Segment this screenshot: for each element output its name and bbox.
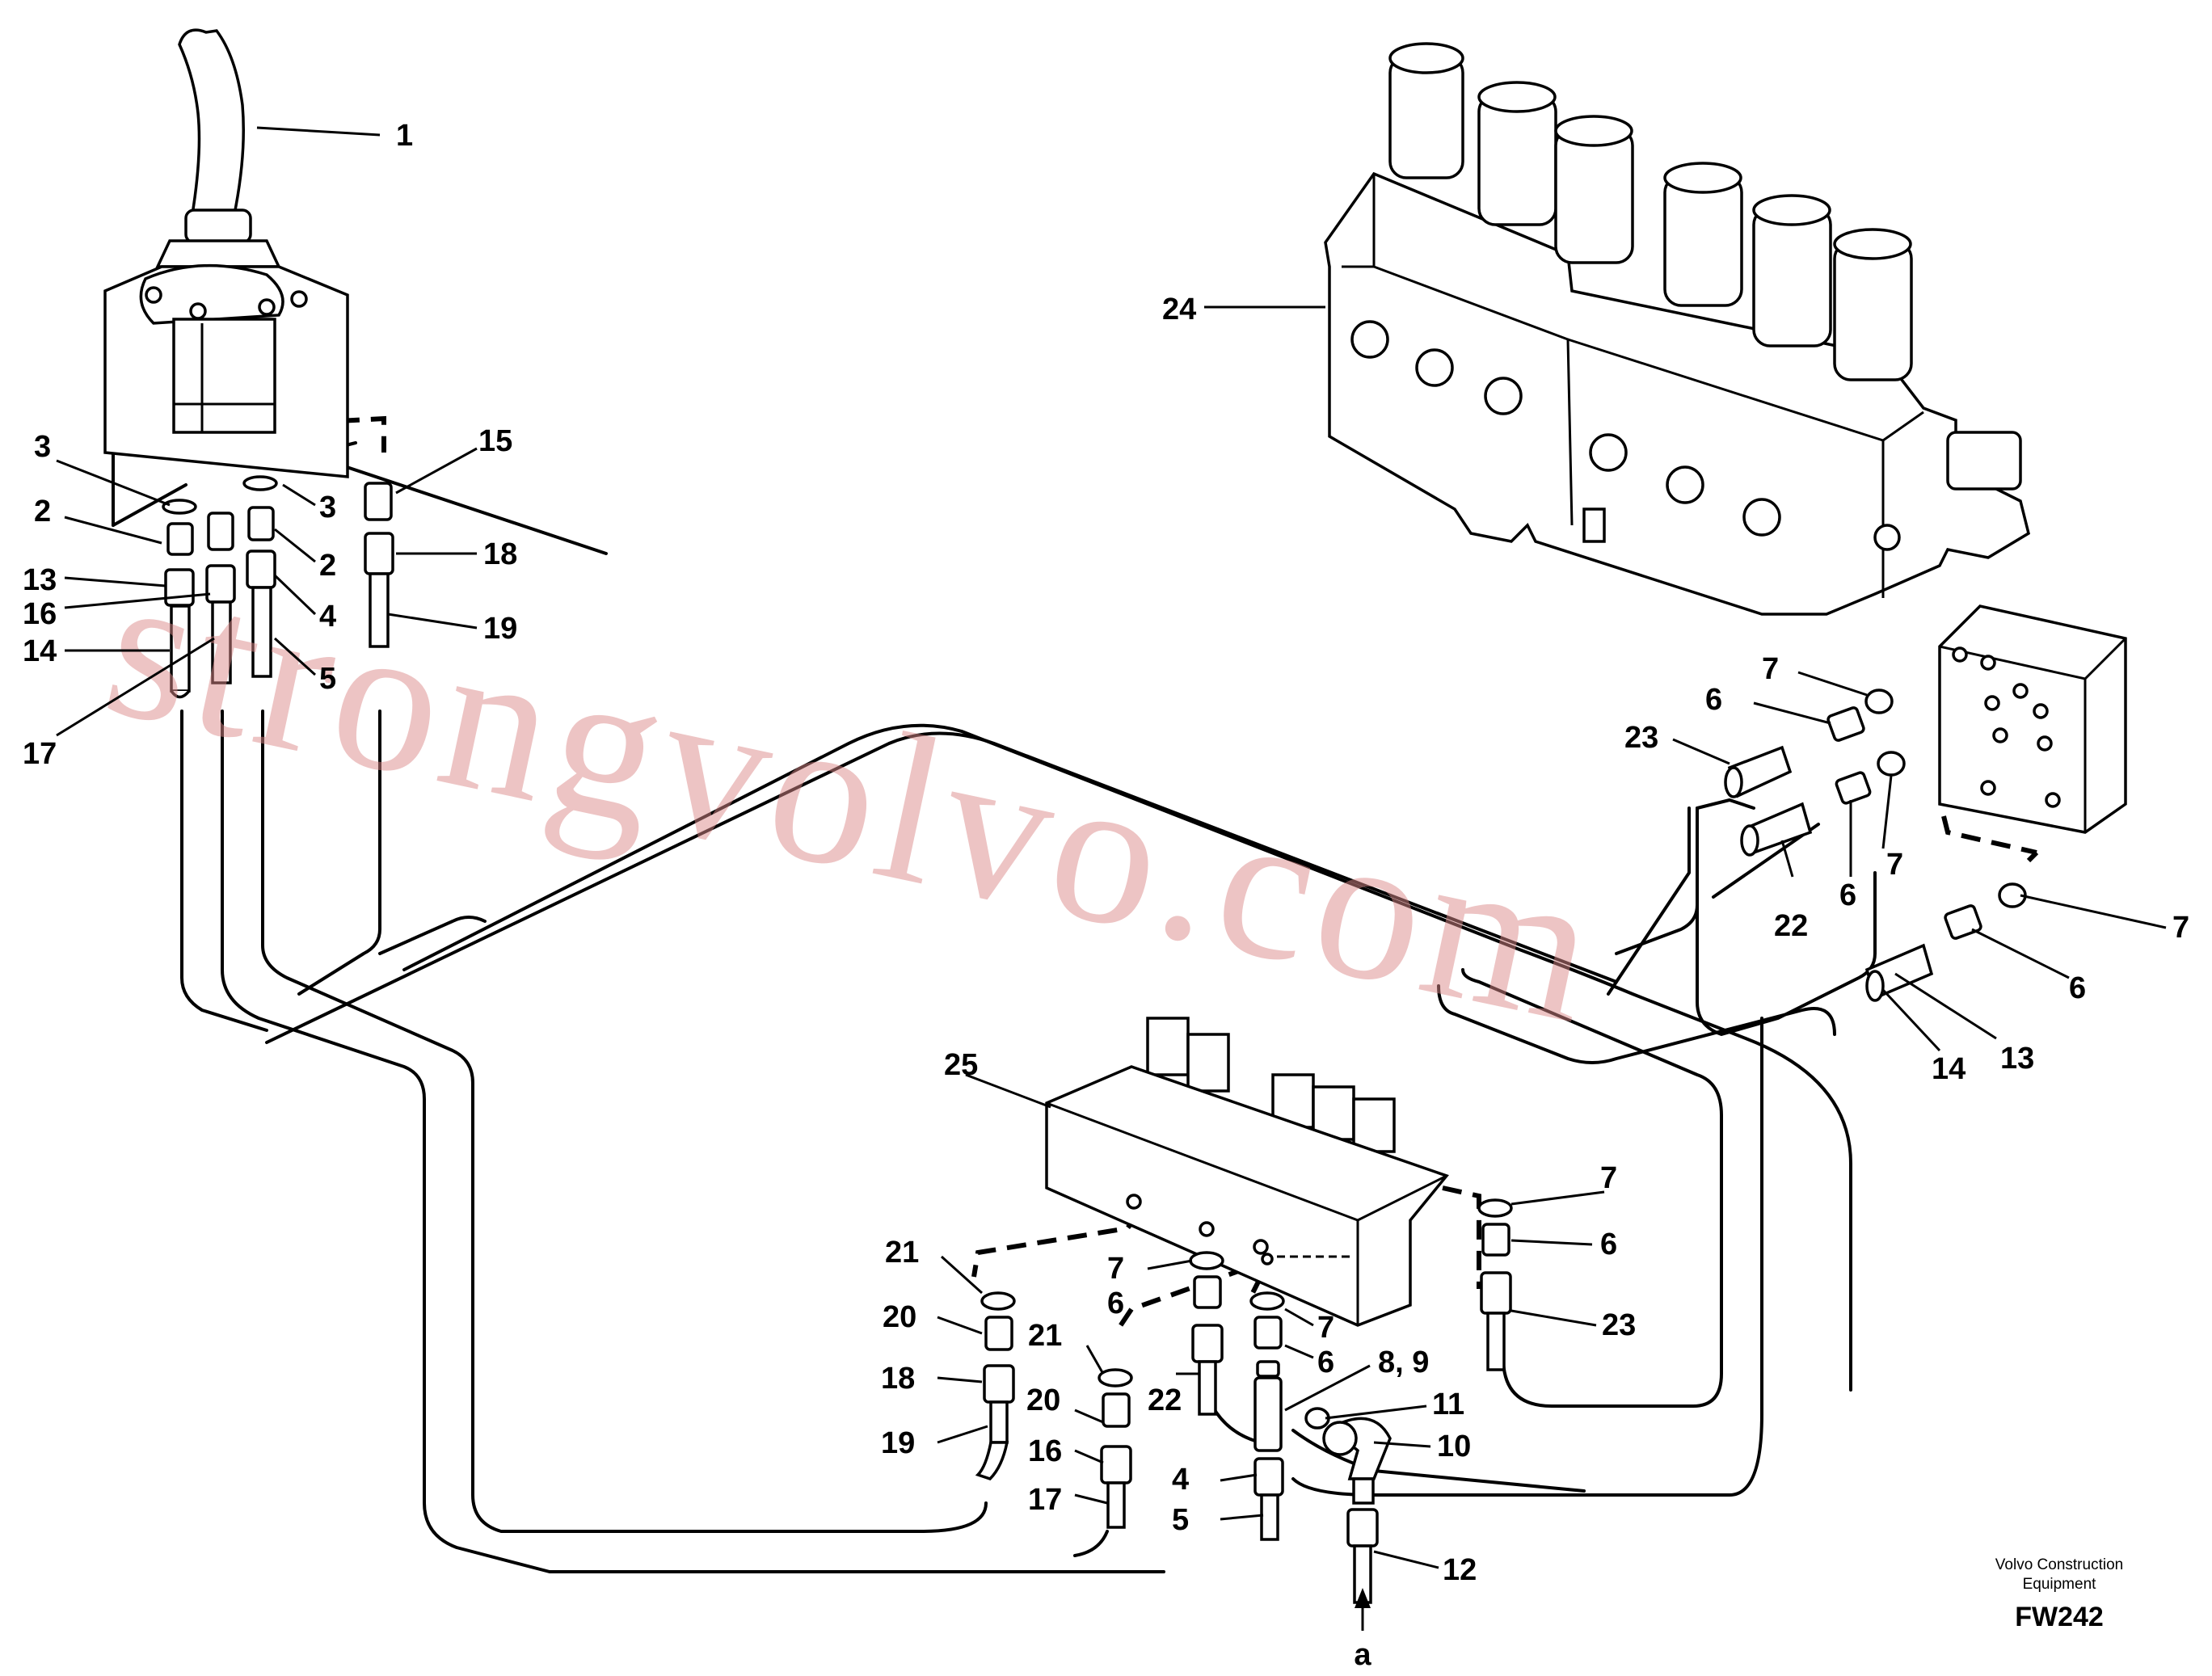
- credit-block: Volvo Construction Equipment FW242: [1995, 1556, 2123, 1632]
- flow-arrow-a: a: [1354, 1588, 1371, 1672]
- callout-3: 3: [34, 430, 51, 464]
- callout-13: 13: [2000, 1042, 2034, 1076]
- callout-6: 6: [1600, 1228, 1617, 1261]
- callout-20: 20: [883, 1300, 916, 1334]
- leader-lines: [56, 126, 2167, 1569]
- callout-10: 10: [1437, 1430, 1471, 1463]
- distributor-block: [1938, 604, 2127, 834]
- callout-7: 7: [1600, 1161, 1617, 1195]
- callout-labels: 1 2 3 3 2 4 5 13 16 14 17 15 18 19 24 7 …: [23, 119, 2189, 1587]
- callout-23: 23: [1624, 721, 1658, 755]
- callout-17: 17: [23, 737, 57, 771]
- callout-6: 6: [1839, 878, 1856, 912]
- callout-20: 20: [1026, 1383, 1060, 1417]
- callout-14: 14: [1932, 1052, 1966, 1086]
- callout-23: 23: [1602, 1308, 1636, 1342]
- callout-3: 3: [319, 491, 336, 524]
- callout-7: 7: [1107, 1252, 1124, 1286]
- callout-14: 14: [23, 634, 57, 668]
- callout-5: 5: [319, 662, 336, 696]
- credit-line-2: Equipment: [2023, 1576, 2097, 1593]
- joystick-fittings: [162, 475, 394, 699]
- callout-21: 21: [1028, 1319, 1062, 1353]
- callout-1: 1: [396, 119, 413, 153]
- callout-18: 18: [881, 1362, 915, 1396]
- callout-7: 7: [1886, 848, 1903, 882]
- callout-8-9: 8, 9: [1378, 1345, 1429, 1379]
- callout-7: 7: [1762, 652, 1779, 686]
- callout-6: 6: [1107, 1286, 1124, 1320]
- callout-6: 6: [1317, 1345, 1334, 1379]
- credit-line-1: Volvo Construction: [1995, 1556, 2123, 1573]
- flow-label: a: [1354, 1638, 1371, 1672]
- joystick-assembly: [103, 28, 349, 478]
- callout-2: 2: [319, 549, 336, 583]
- callout-25: 25: [944, 1048, 978, 1082]
- callout-4: 4: [1172, 1463, 1189, 1497]
- callout-19: 19: [483, 612, 517, 646]
- callout-24: 24: [1162, 293, 1196, 326]
- right-fittings: [1724, 689, 2027, 1002]
- callout-22: 22: [1774, 909, 1808, 943]
- callout-7: 7: [2172, 911, 2189, 945]
- callout-16: 16: [1028, 1434, 1062, 1468]
- callout-17: 17: [1028, 1483, 1062, 1517]
- callout-15: 15: [478, 424, 512, 458]
- callout-5: 5: [1172, 1503, 1189, 1537]
- callout-4: 4: [319, 600, 336, 634]
- callout-13: 13: [23, 563, 57, 597]
- callout-16: 16: [23, 597, 57, 631]
- hose-routing: [112, 378, 1877, 1573]
- callout-11: 11: [1432, 1388, 1464, 1421]
- callout-18: 18: [483, 537, 517, 571]
- callout-6: 6: [1705, 683, 1722, 717]
- callout-7: 7: [1317, 1311, 1334, 1345]
- callout-6: 6: [2069, 971, 2086, 1005]
- callout-21: 21: [885, 1236, 919, 1270]
- figure-code: FW242: [2015, 1602, 2104, 1632]
- callout-2: 2: [34, 495, 51, 528]
- control-valve-24: [1324, 42, 2031, 616]
- callout-19: 19: [881, 1426, 915, 1460]
- valve-block-25: [1045, 1017, 1449, 1327]
- callout-12: 12: [1443, 1553, 1477, 1587]
- callout-22: 22: [1148, 1383, 1182, 1417]
